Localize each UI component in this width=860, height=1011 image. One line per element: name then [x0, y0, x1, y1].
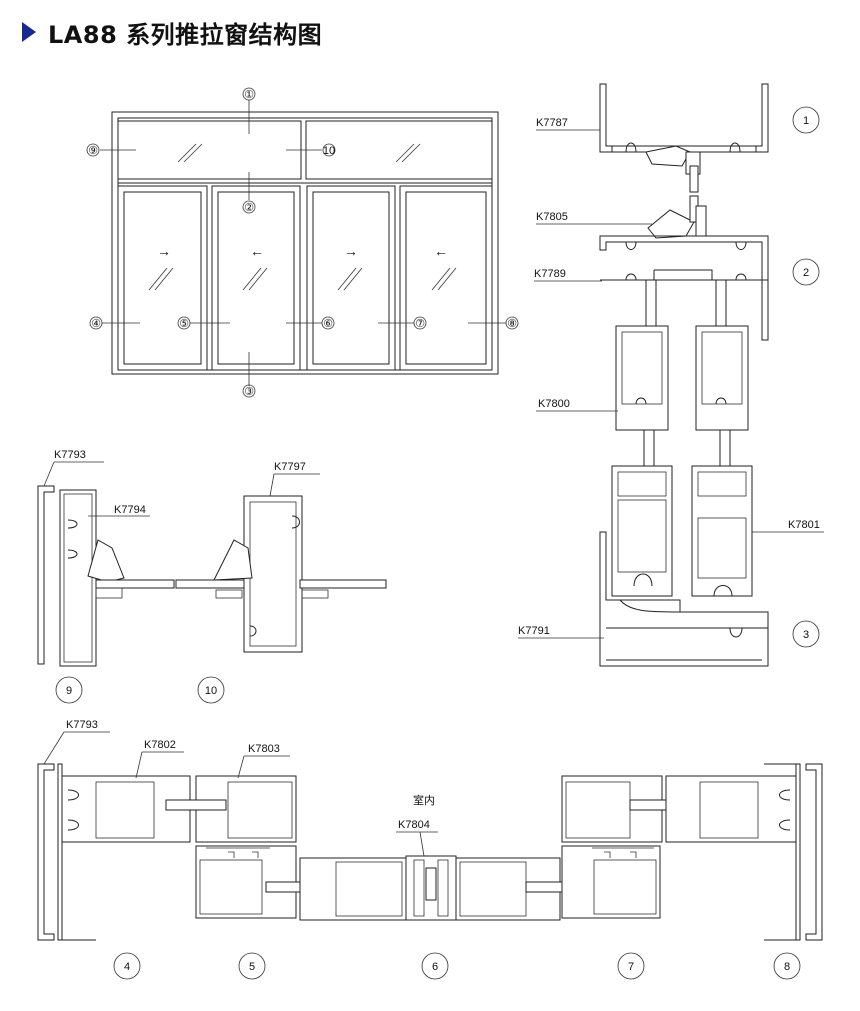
window-elevation: ① ⑨ 10 ② ④ ⑤ ⑥ ⑦ ⑧ ③ → ← → ← — [86, 87, 519, 398]
marker-4: ④ — [91, 318, 101, 330]
label-k7805: K7805 — [536, 211, 568, 223]
marker-6: ⑥ — [323, 318, 333, 330]
label-k7794: K7794 — [114, 504, 146, 516]
marker-2: ② — [244, 202, 254, 214]
circle-6: 6 — [432, 961, 438, 973]
circle-7: 7 — [628, 961, 634, 973]
label-k7800: K7800 — [538, 398, 570, 410]
marker-5: ⑤ — [179, 318, 189, 330]
circle-2: 2 — [803, 267, 809, 279]
label-k7802: K7802 — [144, 739, 176, 751]
marker-10: 10 — [323, 145, 335, 157]
vertical-section: K7787 K7805 K7789 K7800 K7801 K7791 1 2 … — [518, 83, 824, 667]
circle-8: 8 — [784, 961, 790, 973]
circle-4: 4 — [124, 961, 130, 973]
label-indoor: 室内 — [413, 793, 435, 807]
circle-1: 1 — [803, 115, 809, 127]
label-k7787: K7787 — [536, 117, 568, 129]
label-k7793-b: K7793 — [66, 719, 98, 731]
marker-8: ⑧ — [507, 318, 517, 330]
circle-9: 9 — [66, 685, 72, 697]
page-title: LA88 系列推拉窗结构图 — [48, 20, 323, 49]
label-k7801: K7801 — [788, 519, 820, 531]
slide-arrow-1: → — [157, 243, 171, 259]
marker-9: ⑨ — [88, 145, 98, 157]
section-9-10: K7793 K7794 K7797 9 10 — [37, 449, 387, 704]
slide-arrow-3: → — [344, 243, 358, 259]
label-k7804: K7804 — [398, 819, 430, 831]
horizontal-section: K7793 K7802 K7803 室内 K7804 4 5 6 7 8 — [37, 719, 823, 980]
marker-1: ① — [244, 89, 254, 101]
label-k7789: K7789 — [534, 268, 566, 280]
marker-7: ⑦ — [415, 318, 425, 330]
circle-10: 10 — [205, 685, 217, 697]
window-markers: ① ⑨ 10 ② ④ ⑤ ⑥ ⑦ ⑧ ③ — [86, 87, 519, 398]
label-k7791: K7791 — [518, 625, 550, 637]
label-k7793-a: K7793 — [54, 449, 86, 461]
label-k7797: K7797 — [274, 461, 306, 473]
label-k7803: K7803 — [248, 743, 280, 755]
marker-3: ③ — [244, 386, 254, 398]
circle-5: 5 — [249, 961, 255, 973]
slide-arrow-2: ← — [250, 243, 264, 259]
title-bar: LA88 系列推拉窗结构图 — [22, 14, 322, 50]
title-arrow-icon — [22, 22, 36, 42]
circle-3: 3 — [803, 629, 809, 641]
slide-arrow-4: ← — [434, 243, 448, 259]
